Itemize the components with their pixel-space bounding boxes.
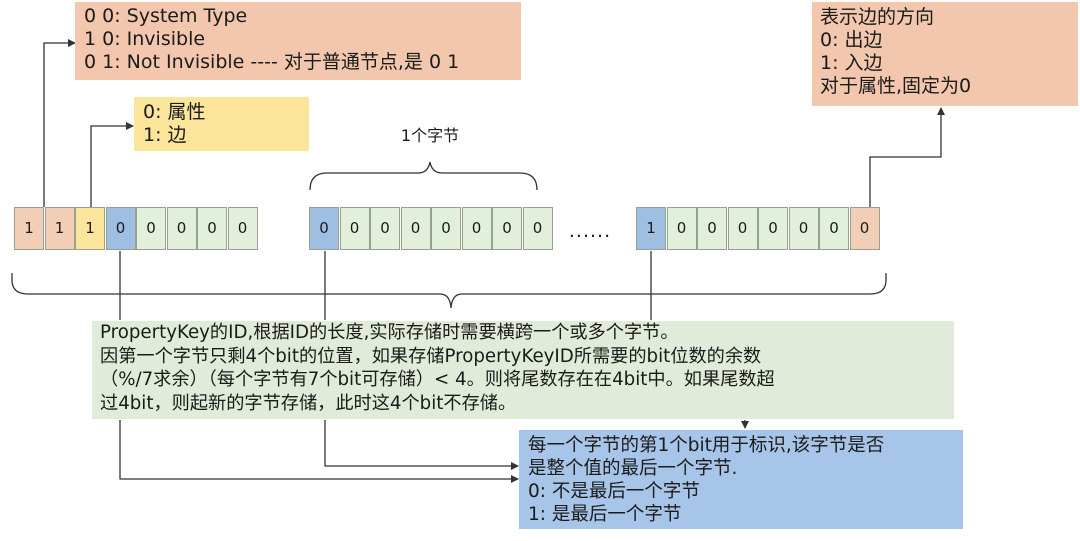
ellipsis: ...... — [568, 220, 612, 242]
bit-cell-data: 0 — [492, 207, 522, 250]
id-length-note-line: （%/7求余）（每个字节有7个bit可存储）< 4。则将尾数存在在4bit中。如… — [100, 369, 775, 390]
byte-label: 1个字节 — [400, 126, 460, 145]
marker-connector-1 — [119, 420, 519, 483]
marker-bit-note-line: 是整个值的最后一个字节. — [528, 458, 738, 479]
flags-note-line: 0 0: System Type — [84, 5, 248, 27]
entity-type-note-line: 0: 属性 — [143, 101, 206, 123]
bit-cell-marker: 0 — [309, 207, 339, 250]
bit-cell-data: 0 — [666, 207, 697, 250]
marker-bit-note: 每一个字节的第1个bit用于标识,该字节是否是整个值的最后一个字节.0: 不是最… — [519, 430, 963, 529]
flags-note-line: 0 1: Not Invisible ---- 对于普通节点,是 0 1 — [84, 51, 460, 73]
id-length-note: PropertyKey的ID,根据ID的长度,实际存储时需要横跨一个或多个字节。… — [92, 321, 954, 419]
bit-cell-flags: 1 — [14, 207, 44, 250]
direction-connector — [869, 107, 945, 207]
direction-note-line: 对于属性,固定为0 — [820, 75, 972, 97]
bit-cell-flags: 1 — [44, 207, 75, 250]
byte-brace — [309, 161, 538, 191]
marker-bit-note-line: 0: 不是最后一个字节 — [528, 481, 700, 502]
bit-cell-data: 0 — [370, 207, 400, 250]
bit-cell-data: 0 — [522, 207, 553, 250]
flags-note-line: 1 0: Invisible — [84, 28, 206, 50]
bit-cell-direction: 0 — [849, 207, 880, 250]
id-length-note-line: 因第一个字节只剩4个bit的位置，如果存储PropertyKeyID所需要的bi… — [100, 345, 762, 367]
bit-cell-data: 0 — [197, 207, 227, 250]
direction-note-line: 表示边的方向 — [820, 6, 935, 28]
id-length-note-line: 过4bit，则起新的字节存储，此时这4个bit不存储。 — [100, 392, 517, 414]
id-length-note-line: PropertyKey的ID,根据ID的长度,实际存储时需要横跨一个或多个字节。 — [100, 322, 679, 343]
bit-cell-data: 0 — [339, 207, 370, 250]
bit-cell-data: 0 — [819, 207, 849, 250]
marker-bit-note-line: 每一个字节的第1个bit用于标识,该字节是否 — [528, 435, 885, 456]
group-brace — [11, 273, 887, 309]
bit-cell-data: 0 — [166, 207, 197, 250]
bit-cell-marker: 1 — [636, 207, 666, 250]
entity-type-note-line: 1: 边 — [143, 124, 187, 146]
marker-connector-2 — [324, 420, 519, 470]
bit-cell-data: 0 — [227, 207, 258, 250]
marker-bit-note-line: 1: 是最后一个字节 — [528, 504, 682, 525]
flags-connector — [43, 39, 76, 207]
bit-cell-type: 1 — [75, 207, 105, 250]
bit-cell-data: 0 — [788, 207, 819, 250]
bit-cell-data: 0 — [697, 207, 727, 250]
bit-cell-marker: 0 — [105, 207, 136, 250]
direction-note-line: 1: 入边 — [820, 52, 883, 74]
direction-note-line: 0: 出边 — [820, 29, 883, 51]
bit-cell-data: 0 — [758, 207, 788, 250]
bit-cell-data: 0 — [727, 207, 758, 250]
bit-cell-data: 0 — [431, 207, 461, 250]
bit-cell-data: 0 — [400, 207, 431, 250]
bit-cell-data: 0 — [461, 207, 492, 250]
bit-cell-data: 0 — [136, 207, 166, 250]
type-connector — [90, 122, 134, 207]
